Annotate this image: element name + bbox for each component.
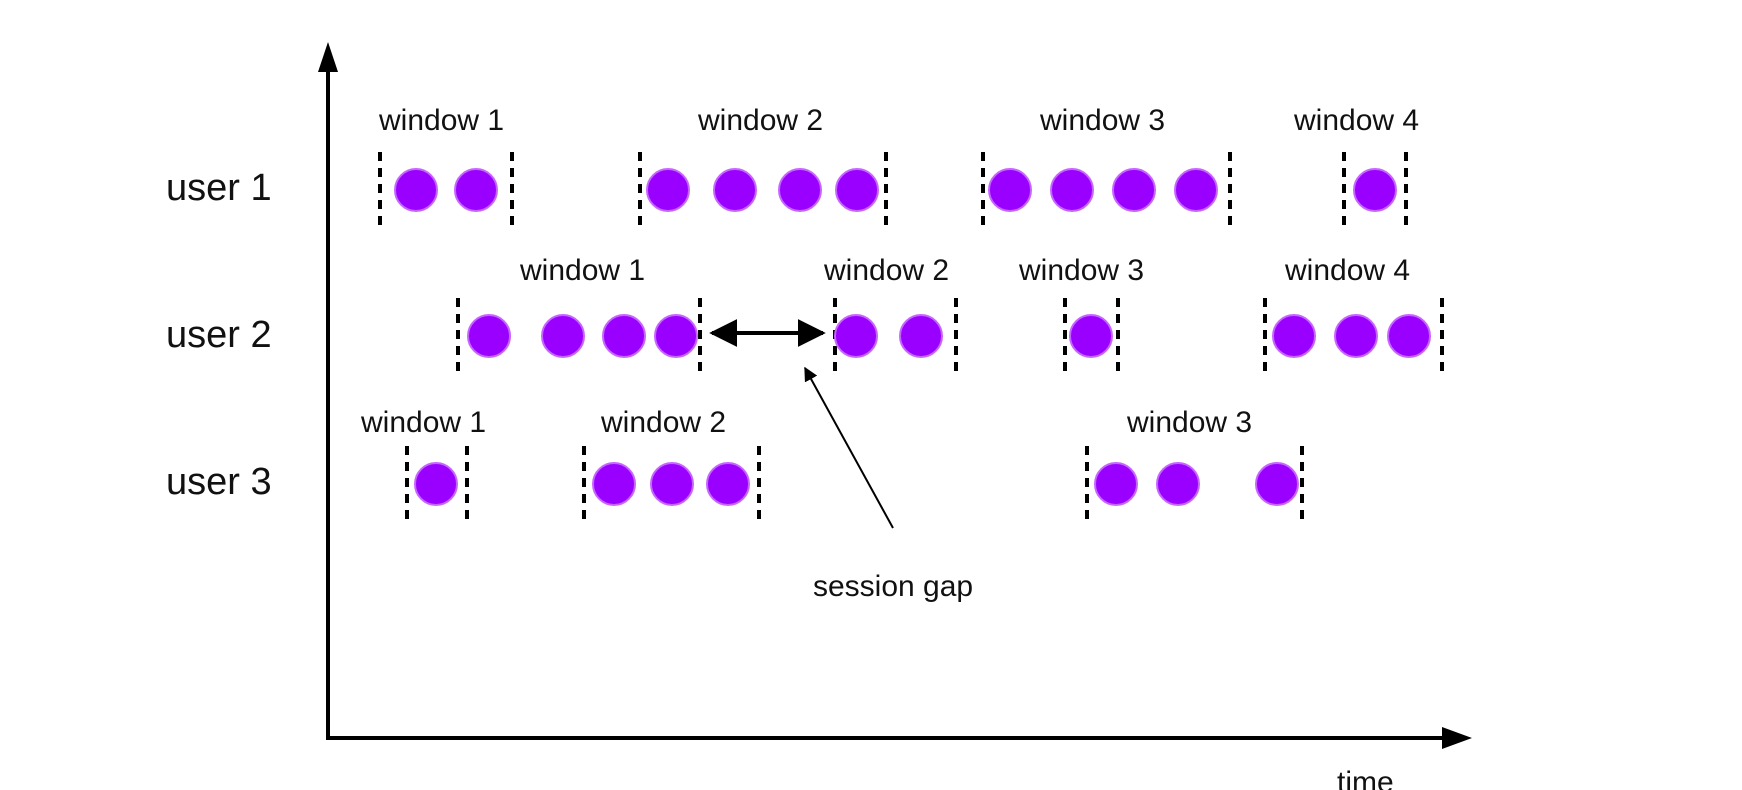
session-gap-label: session gap — [813, 570, 973, 603]
session-gap-pointer — [804, 366, 894, 529]
event-dot-u1-w1-2 — [454, 168, 498, 212]
window-label-u1-w1: window 1 — [378, 104, 504, 137]
event-dot-u2-w4-2 — [1334, 314, 1378, 358]
windows-layer — [378, 152, 1444, 522]
window-label-u3-w2: window 2 — [600, 406, 726, 439]
y-axis-arrowhead — [318, 42, 338, 72]
event-dot-u2-w2-1 — [834, 314, 878, 358]
event-dot-u3-w3-3 — [1255, 462, 1299, 506]
event-dot-u3-w2-2 — [650, 462, 694, 506]
event-dot-u2-w2-2 — [899, 314, 943, 358]
event-dot-u1-w3-3 — [1112, 168, 1156, 212]
event-dot-u2-w4-3 — [1387, 314, 1431, 358]
event-dot-u1-w2-2 — [713, 168, 757, 212]
event-dot-u2-w4-1 — [1272, 314, 1316, 358]
window-label-u3-w3: window 3 — [1126, 406, 1252, 439]
event-dot-u3-w2-1 — [592, 462, 636, 506]
window-label-u1-w3: window 3 — [1039, 104, 1165, 137]
event-dot-u1-w1-1 — [394, 168, 438, 212]
window-label-u1-w2: window 2 — [697, 104, 823, 137]
event-dot-u3-w1-1 — [414, 462, 458, 506]
event-dot-u1-w3-4 — [1174, 168, 1218, 212]
event-dot-u1-w3-1 — [988, 168, 1032, 212]
event-dot-u1-w4-1 — [1353, 168, 1397, 212]
window-label-u3-w1: window 1 — [360, 406, 486, 439]
window-label-u2-w2: window 2 — [823, 254, 949, 287]
event-dot-u2-w3-1 — [1069, 314, 1113, 358]
window-label-u2-w4: window 4 — [1284, 254, 1410, 287]
event-dot-u2-w1-1 — [467, 314, 511, 358]
event-dot-u1-w2-4 — [835, 168, 879, 212]
user-label-2: user 2 — [166, 314, 272, 356]
window-label-u2-w1: window 1 — [519, 254, 645, 287]
window-label-u1-w4: window 4 — [1293, 104, 1419, 137]
event-dot-u1-w2-3 — [778, 168, 822, 212]
event-dot-u3-w3-2 — [1156, 462, 1200, 506]
x-axis-arrowhead — [1442, 727, 1472, 749]
event-dot-u2-w1-2 — [541, 314, 585, 358]
user-label-3: user 3 — [166, 461, 272, 503]
event-dot-u1-w2-1 — [646, 168, 690, 212]
event-dot-u3-w2-3 — [706, 462, 750, 506]
event-dot-u2-w1-3 — [602, 314, 646, 358]
window-label-u2-w3: window 3 — [1018, 254, 1144, 287]
x-axis-label: time — [1337, 766, 1394, 790]
event-dot-u1-w3-2 — [1050, 168, 1094, 212]
event-dot-u2-w1-4 — [654, 314, 698, 358]
event-dot-u3-w3-1 — [1094, 462, 1138, 506]
user-label-1: user 1 — [166, 167, 272, 209]
